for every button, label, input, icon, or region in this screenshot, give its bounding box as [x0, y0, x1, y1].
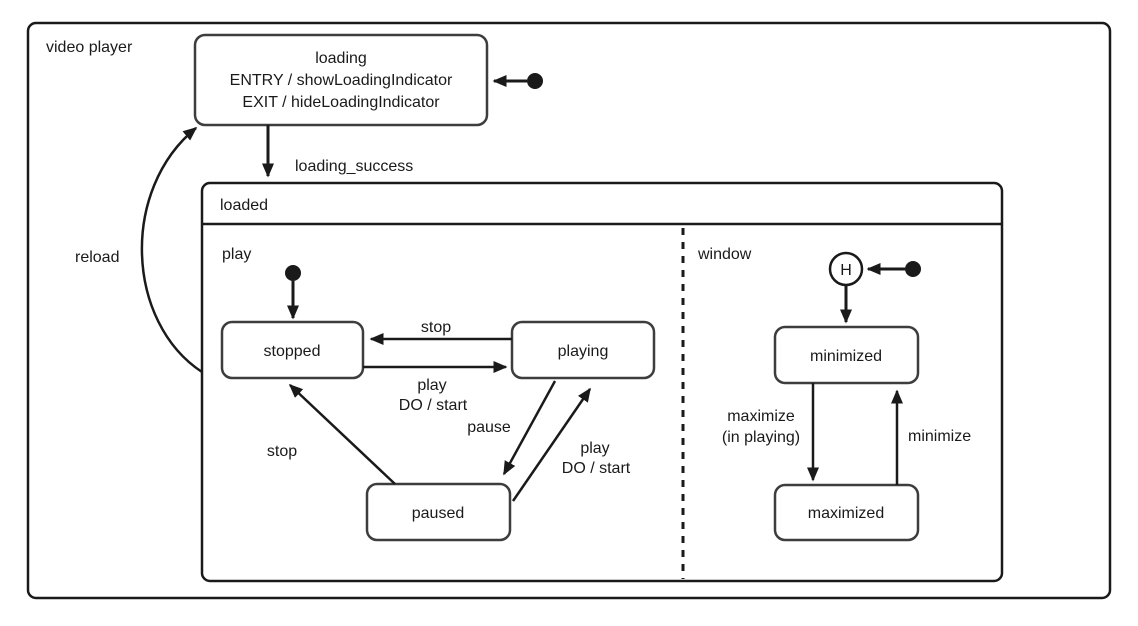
- maximized-state-title: maximized: [808, 505, 884, 522]
- state-loading[interactable]: loading ENTRY / showLoadingIndicator EXI…: [193, 33, 489, 127]
- state-paused[interactable]: paused: [365, 482, 512, 542]
- play-action-label: DO / start: [399, 397, 468, 414]
- play2-event-label: play: [580, 440, 609, 457]
- minimized-state-box[interactable]: [773, 325, 920, 385]
- play-region-label: play: [222, 246, 251, 263]
- state-minimized[interactable]: minimized: [773, 325, 920, 385]
- transition-play-stopped-playing[interactable]: play DO / start: [363, 361, 508, 414]
- maximize-guard-label: (in playing): [722, 429, 800, 446]
- loading-entry-action: ENTRY / showLoadingIndicator: [230, 72, 453, 89]
- loading-state-box[interactable]: [193, 33, 489, 127]
- maximized-state-box[interactable]: [773, 483, 920, 542]
- loaded-state-box[interactable]: [200, 181, 1004, 583]
- window-region-label: window: [697, 246, 752, 263]
- state-loaded[interactable]: loaded: [200, 181, 1004, 583]
- maximize-event-label: maximize: [727, 408, 795, 425]
- transition-reload[interactable]: reload: [75, 127, 203, 374]
- stopped-state-title: stopped: [264, 343, 321, 360]
- transition-play-paused-playing[interactable]: play DO / start: [511, 387, 631, 502]
- loaded-state-title: loaded: [220, 197, 268, 214]
- history-state-label: H: [840, 262, 852, 279]
- state-history[interactable]: H: [828, 251, 864, 287]
- pause-label: pause: [467, 419, 511, 436]
- playing-state-title: playing: [558, 343, 609, 360]
- play-initial-dot[interactable]: [285, 265, 301, 281]
- minimize-label: minimize: [908, 428, 971, 445]
- transition-stop-paused-stopped[interactable]: stop: [267, 383, 396, 485]
- region-window: window H minimized maximized maximize (i…: [697, 246, 971, 542]
- state-video-player[interactable]: video player: [26, 21, 1112, 600]
- transition-loading-success[interactable]: loading_success: [262, 125, 413, 178]
- reload-label: reload: [75, 249, 119, 266]
- initial-state-dot[interactable]: [527, 73, 543, 89]
- initial-transition-window[interactable]: [866, 261, 921, 277]
- transition-maximize[interactable]: maximize (in playing): [722, 383, 819, 482]
- paused-state-title: paused: [412, 505, 465, 522]
- playing-state-box[interactable]: [510, 320, 656, 380]
- stopped-state-box[interactable]: [220, 320, 365, 380]
- pause-arrow[interactable]: [502, 380, 557, 476]
- state-maximized[interactable]: maximized: [773, 483, 920, 542]
- transition-pause[interactable]: pause: [467, 380, 557, 476]
- state-playing[interactable]: playing: [510, 320, 656, 380]
- paused-state-box[interactable]: [365, 482, 512, 542]
- stop-label-playing-stopped: stop: [421, 319, 451, 336]
- state-stopped[interactable]: stopped: [220, 320, 365, 380]
- play2-action-label: DO / start: [562, 460, 631, 477]
- video-player-boundary[interactable]: [26, 21, 1112, 600]
- initial-transition-loading[interactable]: [492, 73, 543, 89]
- transition-minimize[interactable]: minimize: [891, 389, 971, 485]
- region-play: play stopped playing paused stop play DO…: [220, 246, 656, 542]
- machine-title: video player: [46, 39, 133, 56]
- loading-exit-action: EXIT / hideLoadingIndicator: [242, 94, 440, 111]
- minimized-state-title: minimized: [810, 348, 882, 365]
- window-initial-dot[interactable]: [905, 261, 921, 277]
- initial-transition-play[interactable]: [285, 265, 301, 320]
- loading-success-label: loading_success: [295, 158, 413, 175]
- loading-state-title: loading: [315, 50, 367, 67]
- play-arrow-paused-playing[interactable]: [511, 387, 592, 502]
- stop-arrow-paused-stopped[interactable]: [288, 383, 396, 485]
- transition-stop-playing-stopped[interactable]: stop: [369, 319, 512, 345]
- stop-label-paused-stopped: stop: [267, 443, 297, 460]
- play-event-label: play: [417, 377, 446, 394]
- reload-arrow[interactable]: [140, 127, 203, 374]
